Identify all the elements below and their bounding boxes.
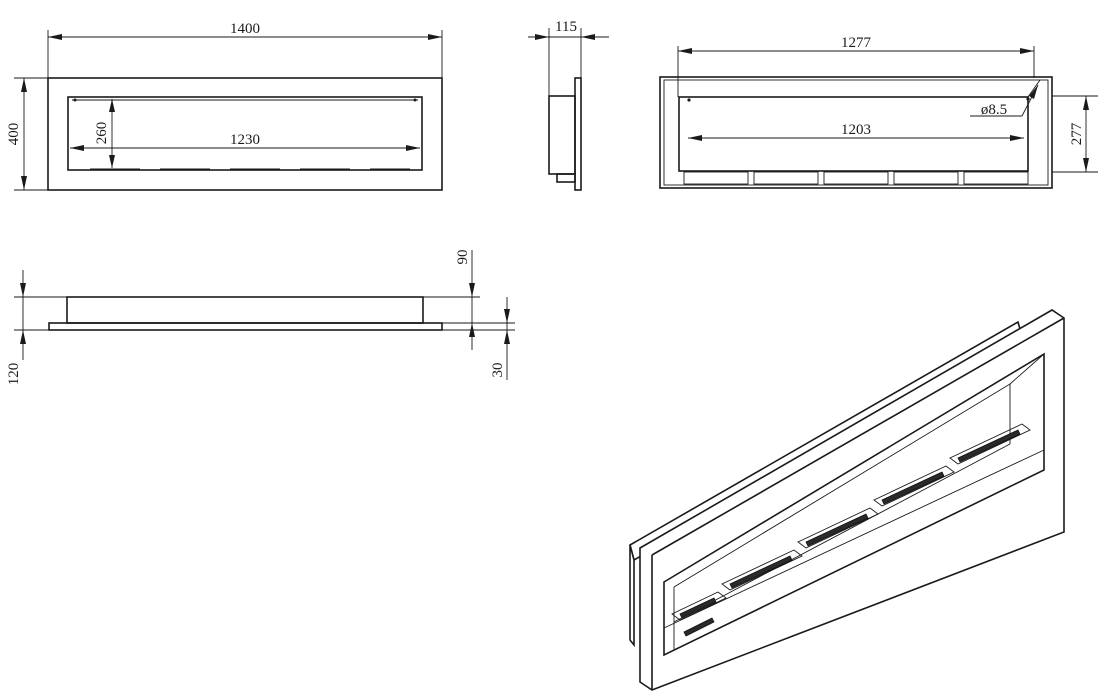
burner-trays (671, 423, 1031, 637)
side-depth-label: 115 (555, 19, 577, 35)
opening-height-label: 260 (94, 122, 110, 145)
front-outer-frame (47, 77, 443, 191)
hole-diameter-label: ø8.5 (981, 102, 1007, 118)
top-total-depth-label: 120 (6, 363, 22, 386)
opening-width-label: 1230 (230, 132, 260, 148)
top-view: 120 90 30 (6, 250, 515, 386)
front-width-label: 1400 (230, 21, 260, 37)
rear-inner-width-label: 1203 (841, 122, 871, 138)
top-flange-label: 30 (490, 363, 506, 378)
front-opening (67, 96, 423, 171)
front-view: 1400 400 1230 260 (6, 21, 443, 191)
front-height-label: 400 (6, 123, 22, 146)
top-upper-depth-label: 90 (455, 250, 471, 265)
rear-view: 1277 1203 ø8.5 277 (659, 35, 1098, 189)
side-view: 115 (528, 19, 609, 191)
isometric-view (629, 309, 1065, 691)
rear-width-label: 1277 (841, 35, 872, 51)
rear-height-label: 277 (1069, 122, 1085, 145)
